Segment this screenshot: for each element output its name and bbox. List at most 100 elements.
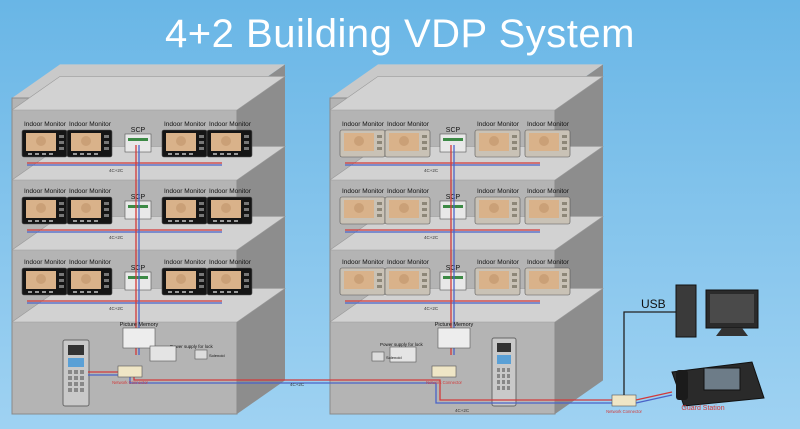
indoor-monitor-label: Indoor Monitor [527, 259, 570, 266]
indoor-monitor-label: Indoor Monitor [342, 121, 385, 128]
scp-terminal [128, 205, 148, 208]
monitor-button [59, 147, 64, 150]
monitor-face [539, 274, 549, 284]
monitor-key [227, 291, 231, 293]
monitor-button [104, 279, 109, 282]
network-connector-box [611, 394, 637, 407]
indoor-monitor-icon [21, 129, 68, 158]
monitor-key [87, 291, 91, 293]
scp-module: SCP [439, 194, 467, 220]
monitor-key [234, 291, 238, 293]
monitor-button [377, 285, 382, 288]
scp-terminal [443, 205, 463, 208]
network-connector-box [117, 365, 143, 378]
bus-label: 4C+2C [424, 306, 439, 311]
scp-module: SCP [439, 127, 467, 153]
door-station-key [74, 388, 78, 392]
floor-slab [11, 76, 286, 111]
door-station-key [497, 368, 500, 372]
scp-terminal [443, 276, 463, 279]
floor-slab [11, 288, 286, 323]
scp-module: SCP [124, 127, 152, 153]
monitor-key [168, 220, 172, 222]
network-connector: Network Connector [112, 365, 149, 385]
scp-module: SCP [439, 265, 467, 291]
usb-label: USB [641, 297, 666, 311]
monitor-key [80, 220, 84, 222]
monitor-button [562, 135, 567, 138]
indoor-monitor-label: Indoor Monitor [209, 188, 252, 195]
solenoid-label: Solenoid [386, 355, 402, 360]
scp-terminal [128, 276, 148, 279]
monitor-key [42, 220, 46, 222]
indoor-monitor-icon [339, 267, 386, 296]
door-station-key [80, 370, 84, 374]
monitor-face [399, 274, 409, 284]
indoor-monitor-label: Indoor Monitor [387, 121, 430, 128]
indoor-monitor-icon [21, 267, 68, 296]
indoor-monitor-icon [206, 129, 253, 158]
picture-memory-label: Picture Memory [435, 322, 474, 328]
monitor-button [199, 279, 204, 282]
indoor-monitor-icon [339, 196, 386, 225]
monitor-face [36, 203, 46, 213]
door-station-key [68, 382, 72, 386]
monitor-face [539, 203, 549, 213]
monitor-face [354, 203, 364, 213]
monitor-face [36, 136, 46, 146]
monitor-button [512, 141, 517, 144]
monitor-button [244, 273, 249, 276]
monitor-button [59, 279, 64, 282]
main-bus-label: 4C+2C [290, 382, 305, 387]
scp-box [124, 133, 152, 153]
monitor-button [377, 273, 382, 276]
monitor-button [377, 208, 382, 211]
scp-module: SCP [124, 194, 152, 220]
monitor-key [80, 291, 84, 293]
door-station-key [68, 388, 72, 392]
scp-box [124, 200, 152, 220]
monitor-key [234, 153, 238, 155]
scp-box [439, 200, 467, 220]
monitor-key [213, 220, 217, 222]
power-supply-label: Power supply for lock [170, 344, 214, 349]
indoor-monitor-label: Indoor Monitor [69, 259, 112, 266]
power-supply-box [389, 346, 417, 363]
door-station-key [80, 382, 84, 386]
scp-box [124, 271, 152, 291]
door-station-key [507, 386, 510, 390]
indoor-monitor-label: Indoor Monitor [527, 188, 570, 195]
indoor-monitor-icon [524, 267, 571, 296]
monitor-button [422, 202, 427, 205]
monitor-key [28, 291, 32, 293]
monitor-button [104, 135, 109, 138]
scp-label: SCP [131, 194, 146, 201]
indoor-monitor-label: Indoor Monitor [477, 121, 520, 128]
scp-label: SCP [446, 265, 461, 272]
guard-station-label: Guard Station [681, 405, 724, 412]
floor-slab [11, 216, 286, 251]
door-station-camera [497, 343, 511, 352]
monitor-face [354, 136, 364, 146]
indoor-monitor-icon [66, 267, 113, 296]
monitor-key [28, 153, 32, 155]
monitor-button [562, 285, 567, 288]
guard-station-screen [703, 367, 741, 391]
door-station-key [502, 368, 505, 372]
usb-cable [623, 311, 690, 395]
monitor-button [244, 135, 249, 138]
indoor-monitor-label: Indoor Monitor [477, 259, 520, 266]
indoor-monitor-label: Indoor Monitor [342, 188, 385, 195]
indoor-monitor-icon [474, 196, 521, 225]
monitor-button [244, 147, 249, 150]
door-station-icon [491, 337, 517, 407]
indoor-monitor-icon [66, 129, 113, 158]
monitor-key [94, 291, 98, 293]
monitor-key [42, 153, 46, 155]
monitor-face [354, 274, 364, 284]
door-station-screen [68, 358, 84, 367]
door-station-key [74, 370, 78, 374]
pc-screen [710, 294, 754, 323]
indoor-monitor-label: Indoor Monitor [387, 259, 430, 266]
